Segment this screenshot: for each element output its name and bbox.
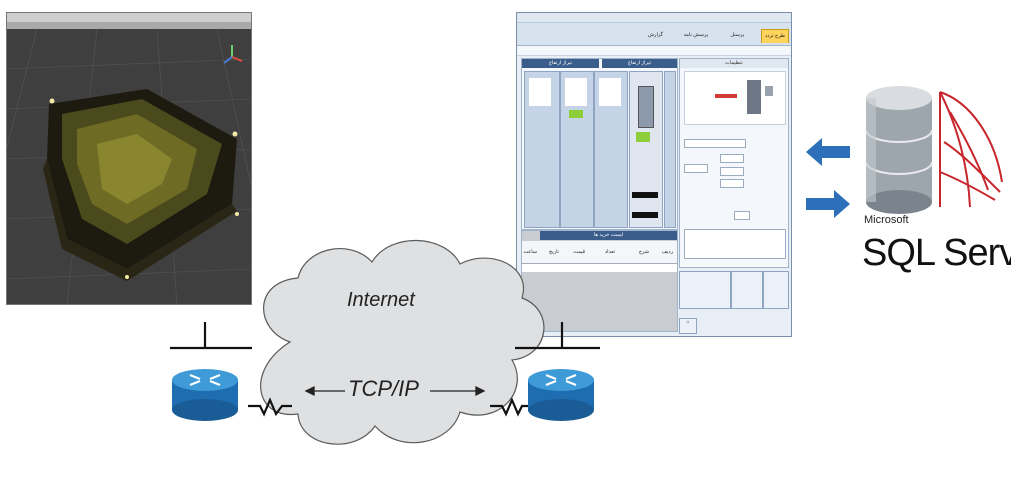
lamp-image-1	[599, 78, 621, 106]
internet-cloud	[260, 239, 545, 445]
device-part	[765, 86, 773, 96]
table-header-row: ردیف شرح تعداد قیمت تاریخ ساعت	[522, 241, 677, 264]
settings-panel: تنظیمات	[679, 58, 789, 268]
app-ribbon: طرح تردد پرسنل پرسش نامه گزارش	[517, 23, 791, 46]
green-badge-2	[569, 110, 583, 118]
notes-textarea[interactable]	[684, 229, 786, 259]
column-1	[664, 71, 676, 228]
sql-sail-icon	[939, 91, 1003, 208]
database-icon	[865, 86, 933, 214]
action-button-2[interactable]	[731, 271, 763, 309]
editor-toolbar	[7, 22, 251, 29]
col-header-5: تاریخ	[549, 249, 559, 255]
home-button[interactable]: ⌂	[679, 318, 697, 334]
settings-field-5[interactable]	[720, 179, 744, 188]
col-header-4: قیمت	[573, 249, 585, 255]
tab-2[interactable]: پرسنل	[730, 32, 744, 38]
arrow-right	[806, 190, 850, 218]
lamp-image-3	[529, 78, 551, 106]
settings-field-4[interactable]	[720, 167, 744, 176]
terrain-editor-screenshot	[6, 12, 252, 305]
internet-label: Internet	[347, 289, 415, 311]
settings-field-2[interactable]	[720, 154, 744, 163]
sync-arrows	[806, 138, 850, 218]
settings-panel-header: تنظیمات	[680, 59, 788, 68]
col-header-1: ردیف	[661, 249, 673, 255]
settings-field-3[interactable]	[684, 164, 708, 173]
editor-titlebar	[7, 13, 251, 22]
app-subtitle-bar	[517, 46, 791, 56]
tcp-ip-label: TCP/IP	[348, 376, 419, 401]
column-3	[594, 71, 628, 228]
table-title: لیست خرید ها	[540, 231, 677, 240]
right-router-icon	[528, 369, 594, 421]
settings-field-6[interactable]	[734, 211, 750, 220]
tab-3[interactable]: پرسش نامه	[683, 32, 708, 38]
right-router-links	[490, 322, 600, 417]
table-panel: لیست خرید ها ردیف شرح تعداد قیمت تاریخ س…	[521, 230, 678, 332]
application-window: طرح تردد پرسنل پرسش نامه گزارش تنظیمات ت…	[516, 12, 792, 337]
tab-4[interactable]: گزارش	[647, 32, 663, 38]
black-label-2	[632, 212, 658, 218]
left-router-icon	[172, 369, 238, 421]
settings-field-1[interactable]	[684, 139, 746, 148]
col-header-3: تعداد	[604, 249, 615, 255]
action-button-1[interactable]	[679, 271, 731, 309]
elevator-panel-header-right: تیراژ ارتفاع	[602, 59, 677, 68]
column-4	[560, 71, 594, 228]
elevator-panel: تیراژ ارتفاع تیراژ ارتفاع	[521, 58, 678, 230]
black-label-1	[632, 192, 658, 198]
action-button-3[interactable]	[763, 271, 789, 309]
device-preview	[684, 71, 786, 125]
left-router-links	[170, 322, 292, 417]
col-header-6: ساعت	[523, 249, 537, 255]
lamp-image-2	[565, 78, 587, 106]
column-5	[524, 71, 560, 228]
sql-server-logo	[865, 86, 1003, 214]
green-badge	[636, 132, 650, 142]
sql-vendor-label: Microsoft	[864, 214, 909, 226]
network-diagram	[170, 239, 600, 445]
app-titlebar	[517, 13, 791, 23]
tab-1[interactable]: طرح تردد	[761, 29, 789, 43]
status-indicator	[715, 94, 737, 98]
sql-product-label: SQL Server	[862, 232, 1011, 274]
terrain-viewport	[7, 29, 251, 304]
tcp-arrow	[304, 385, 486, 397]
elevator-image	[638, 86, 654, 128]
col-header-2: شرح	[638, 249, 649, 255]
elevator-panel-header-left: تیراژ ارتفاع	[522, 59, 599, 68]
device-image	[747, 80, 761, 114]
column-2	[629, 71, 663, 228]
table-row[interactable]	[522, 264, 677, 272]
arrow-left	[806, 138, 850, 166]
